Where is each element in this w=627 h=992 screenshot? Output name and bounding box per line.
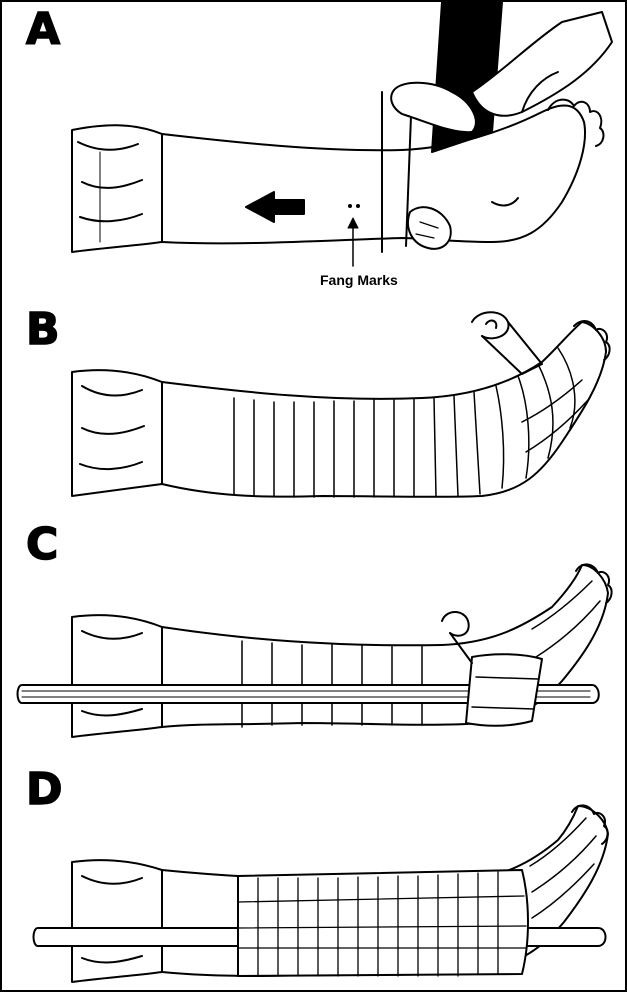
panel-d-illustration xyxy=(2,762,625,992)
panel-a: A Fang Marks xyxy=(2,2,625,302)
fang-marks-label: Fang Marks xyxy=(320,272,398,288)
panel-a-illustration xyxy=(2,2,625,302)
panel-letter-a: A xyxy=(26,8,61,52)
panel-b: B xyxy=(2,302,625,517)
panel-d: D xyxy=(2,762,625,992)
panel-c: C xyxy=(2,517,625,762)
panel-letter-c: C xyxy=(26,523,59,567)
panel-letter-b: B xyxy=(26,308,61,352)
panel-b-illustration xyxy=(2,302,625,517)
panel-c-illustration xyxy=(2,517,625,762)
panel-letter-d: D xyxy=(26,768,64,812)
